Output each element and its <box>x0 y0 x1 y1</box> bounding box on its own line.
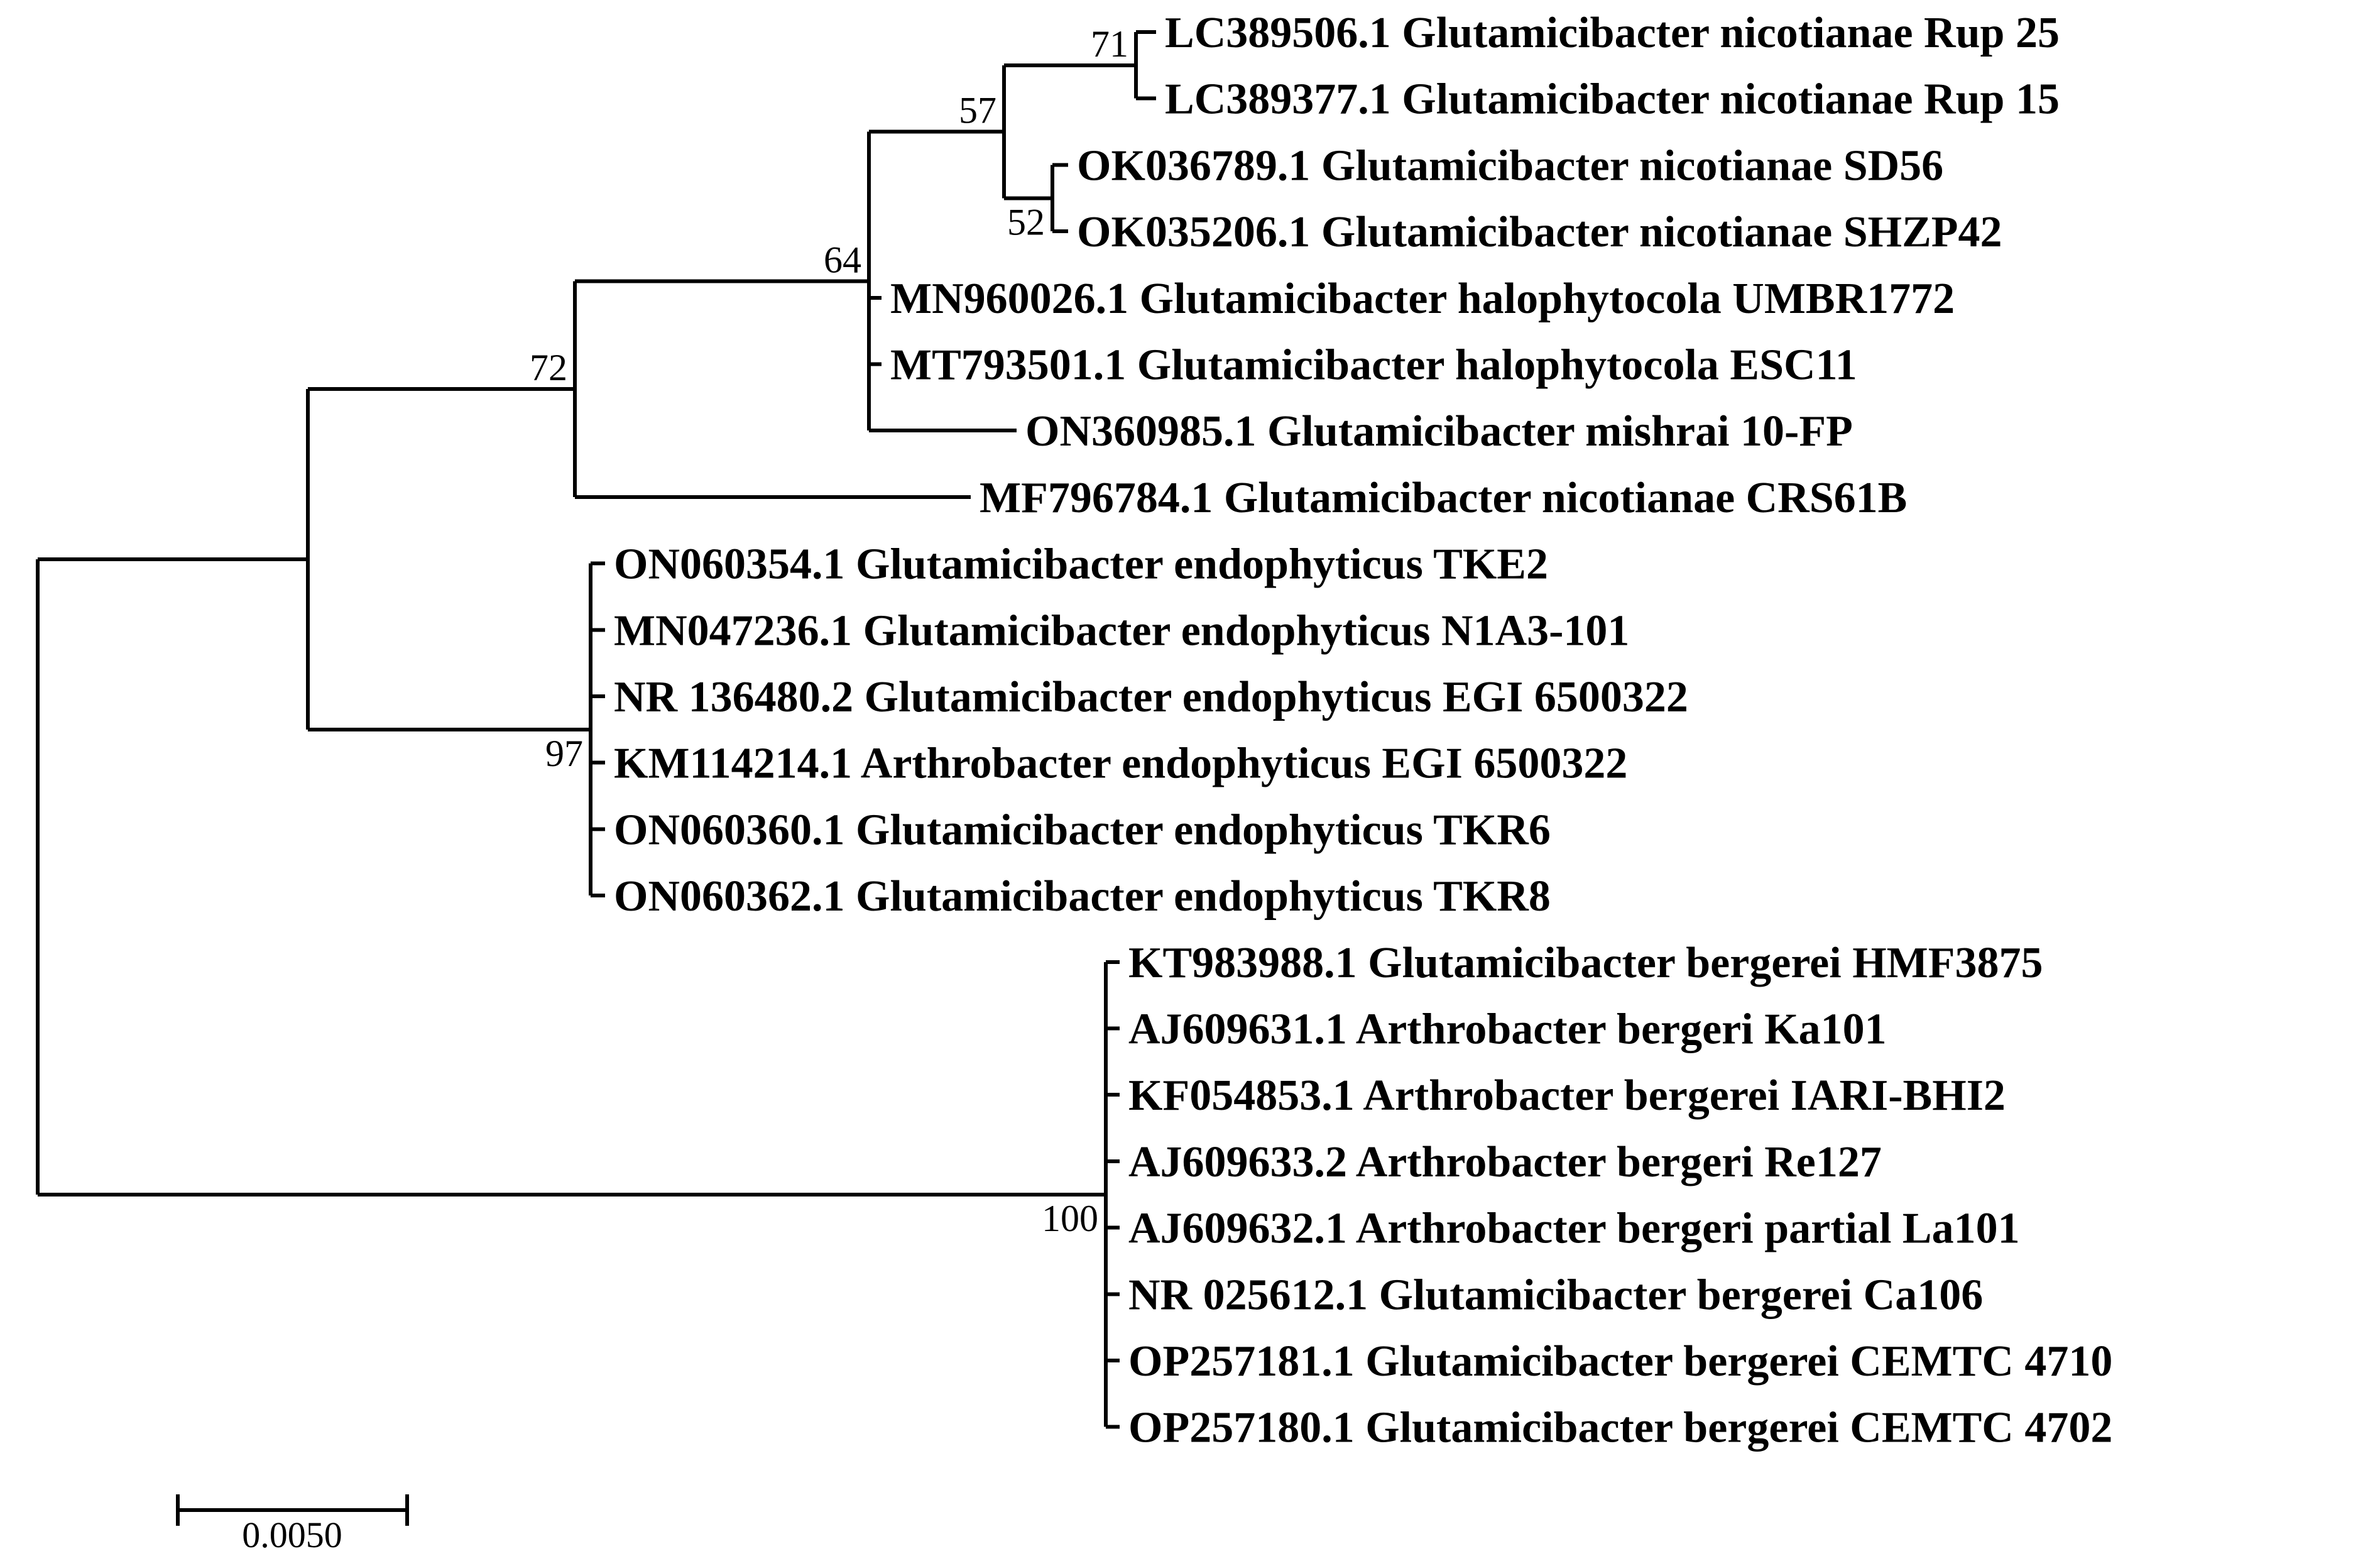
taxon-label: ON060362.1 Glutamicibacter endophyticus … <box>614 872 1551 921</box>
bootstrap-value: 52 <box>1007 201 1045 243</box>
taxon-label: MT793501.1 Glutamicibacter halophytocola… <box>890 341 1857 390</box>
taxon-label: KF054853.1 Arthrobacter bergerei IARI-BH… <box>1128 1071 2006 1120</box>
bootstrap-value: 64 <box>824 239 861 280</box>
taxon-label: MF796784.1 Glutamicibacter nicotianae CR… <box>980 474 1907 522</box>
taxon-label: AJ609631.1 Arthrobacter bergeri Ka101 <box>1128 1005 1887 1054</box>
taxon-label: OK036789.1 Glutamicibacter nicotianae SD… <box>1077 141 1943 190</box>
taxon-label: OK035206.1 Glutamicibacter nicotianae SH… <box>1077 208 2002 256</box>
taxon-label: LC389506.1 Glutamicibacter nicotianae Ru… <box>1165 9 2060 57</box>
taxon-label: ON060360.1 Glutamicibacter endophyticus … <box>614 806 1551 854</box>
taxon-label: NR 025612.1 Glutamicibacter bergerei Ca1… <box>1128 1271 1983 1319</box>
bootstrap-value: 72 <box>530 347 567 388</box>
taxon-label: MN960026.1 Glutamicibacter halophytocola… <box>890 275 1955 323</box>
taxon-label: KT983988.1 Glutamicibacter bergerei HMF3… <box>1128 939 2043 987</box>
taxon-label: MN047236.1 Glutamicibacter endophyticus … <box>614 606 1629 655</box>
bootstrap-value: 97 <box>545 733 583 774</box>
taxon-label: OP257180.1 Glutamicibacter bergerei CEMT… <box>1128 1404 2112 1452</box>
taxon-label: LC389377.1 Glutamicibacter nicotianae Ru… <box>1165 75 2060 124</box>
taxon-label: ON360985.1 Glutamicibacter mishrai 10-FP <box>1025 407 1853 456</box>
tree-branches-group: LC389506.1 Glutamicibacter nicotianae Ru… <box>36 9 2112 1452</box>
scale-bar: 0.0050 <box>176 1494 409 1555</box>
bootstrap-value: 100 <box>1042 1198 1098 1239</box>
taxon-label: AJ609633.2 Arthrobacter bergeri Re127 <box>1128 1138 1882 1186</box>
bootstrap-value: 57 <box>959 90 996 131</box>
bootstrap-value: 71 <box>1091 23 1128 65</box>
taxon-label: ON060354.1 Glutamicibacter endophyticus … <box>614 540 1548 589</box>
scale-bar-label: 0.0050 <box>242 1514 342 1555</box>
taxon-label: KM114214.1 Arthrobacter endophyticus EGI… <box>614 740 1627 788</box>
taxon-label: NR 136480.2 Glutamicibacter endophyticus… <box>614 673 1688 721</box>
taxon-label: AJ609632.1 Arthrobacter bergeri partial … <box>1128 1205 2020 1253</box>
taxon-label: OP257181.1 Glutamicibacter bergerei CEMT… <box>1128 1337 2112 1386</box>
